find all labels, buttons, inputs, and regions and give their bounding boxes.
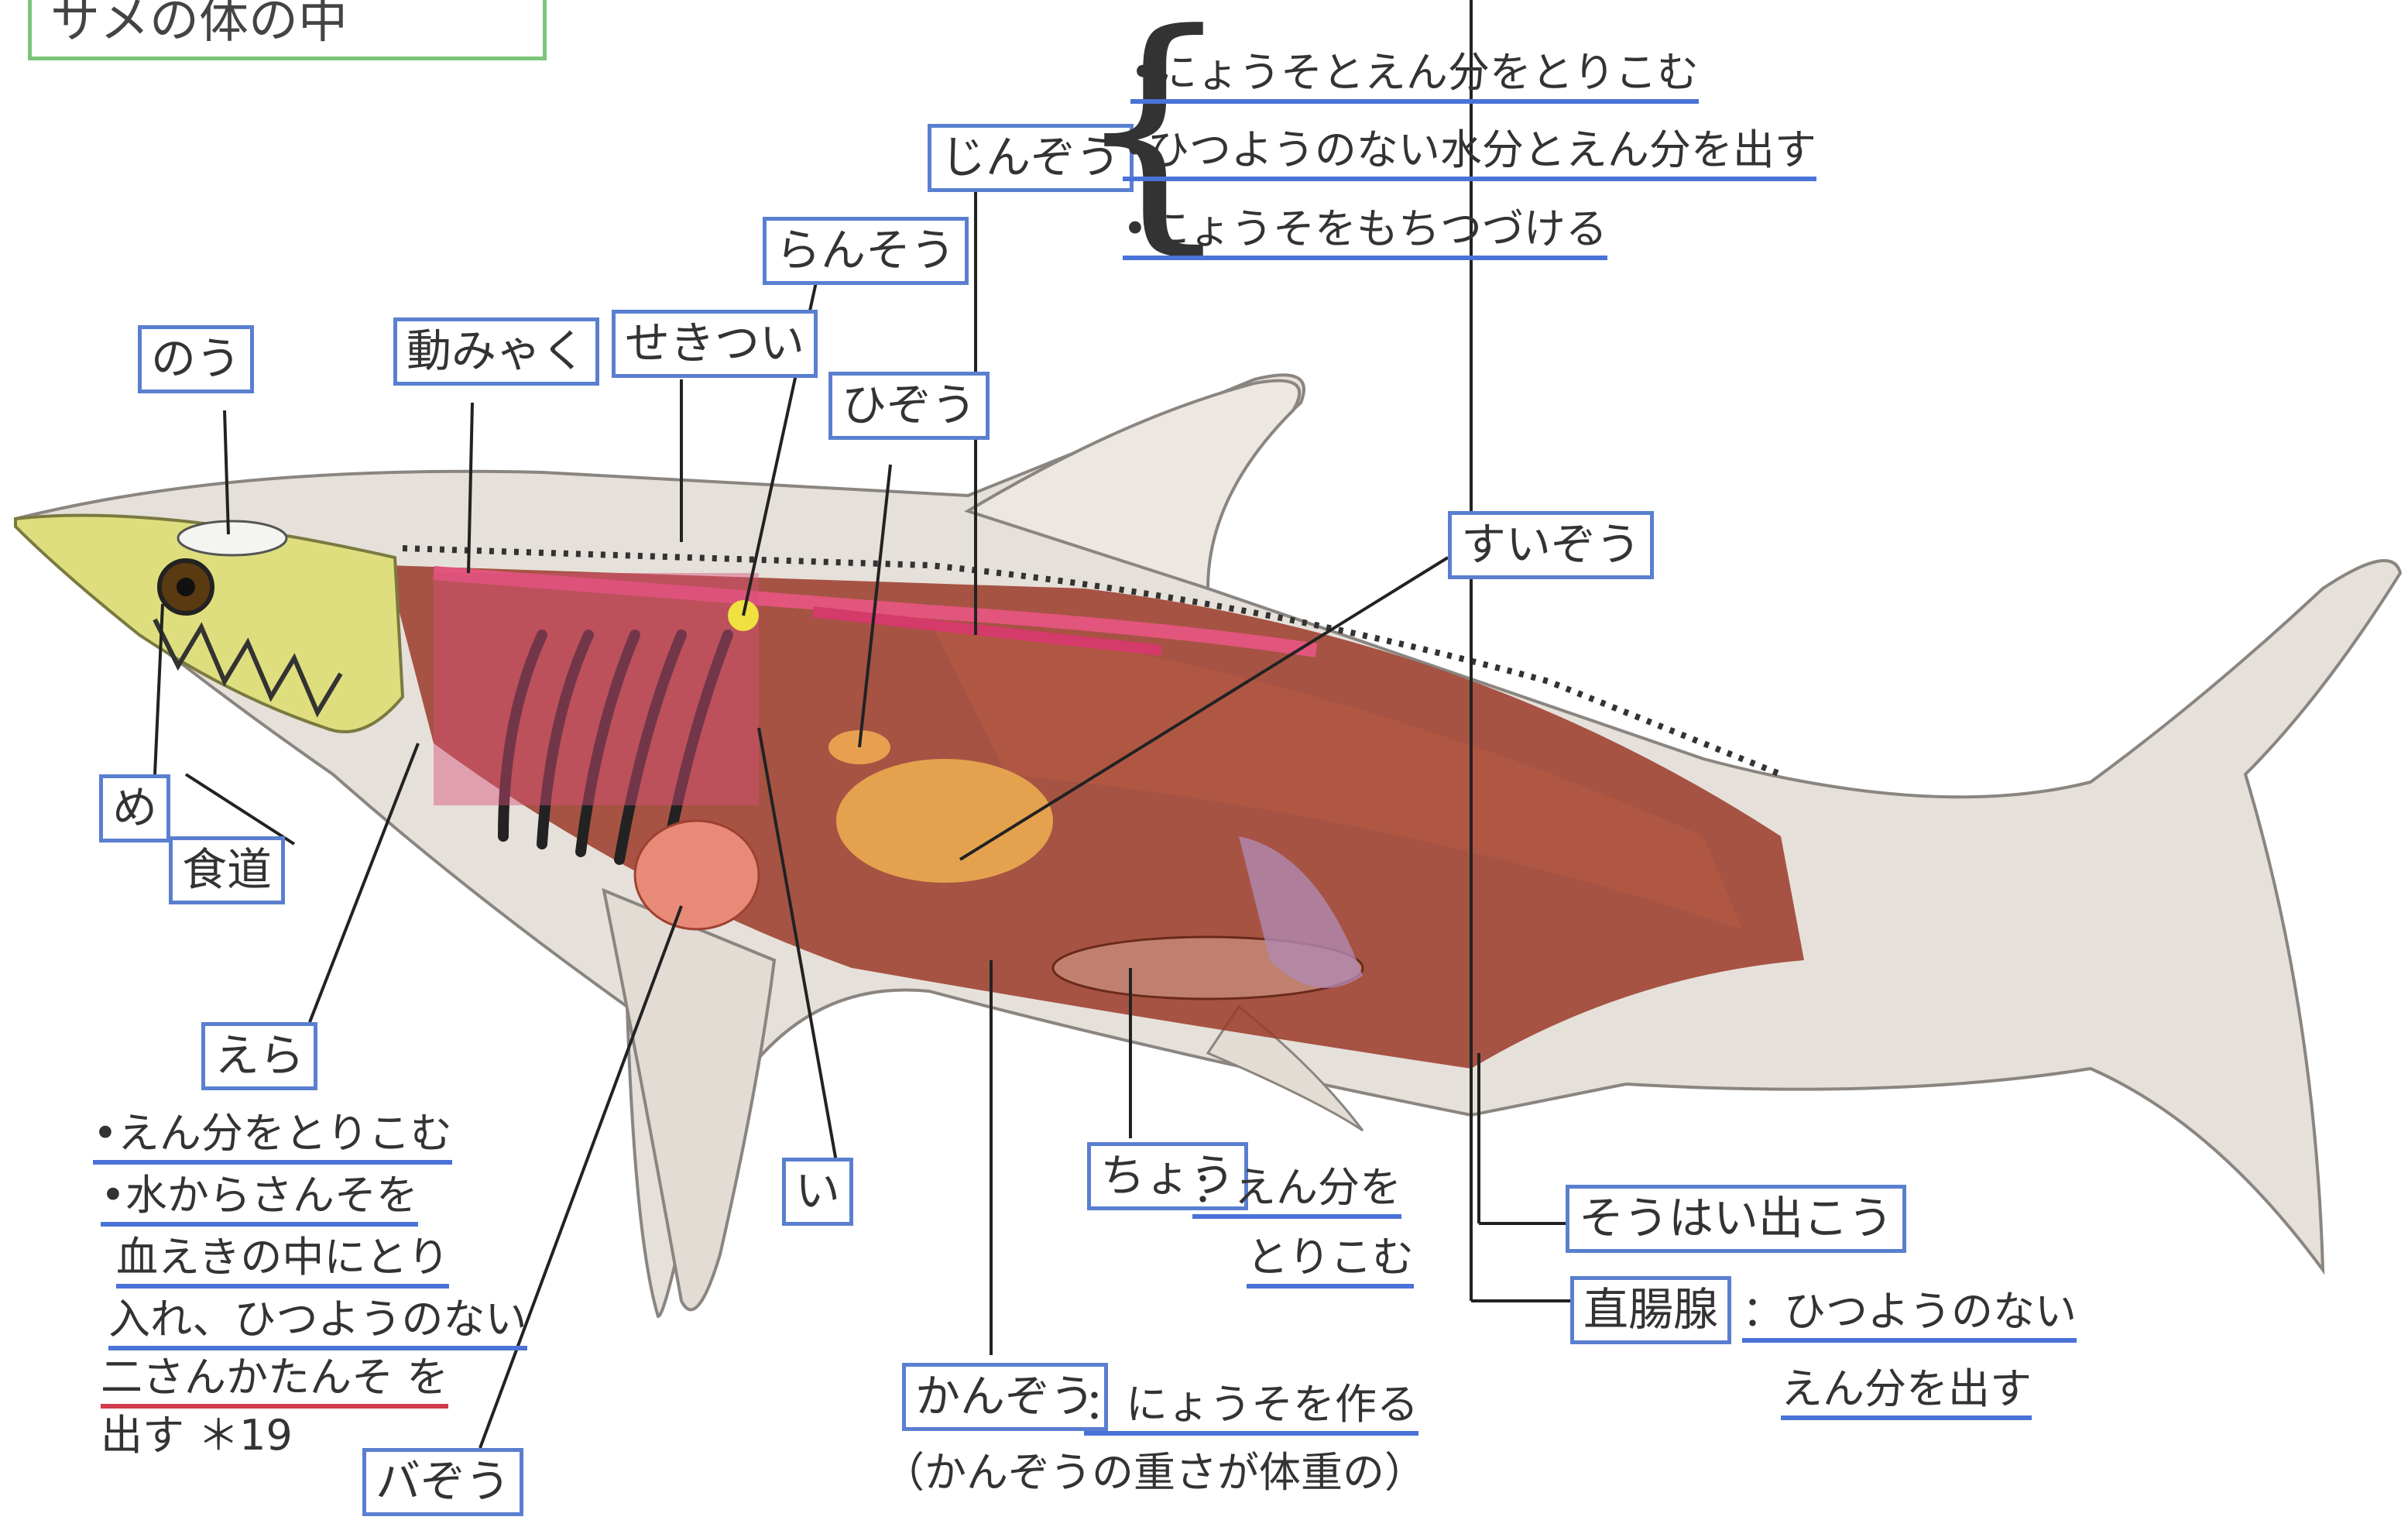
label-brain: のう (138, 325, 254, 393)
label-stomach-text: い (795, 1165, 840, 1217)
label-cloaca: そうはい出こう (1566, 1185, 1906, 1253)
label-rectal-gland: 直腸腺 (1570, 1276, 1731, 1344)
rectal-gland-note-1: ：ひつようのない (1742, 1285, 2077, 1343)
kidney-note-3: •にょうそをもちつづける (1123, 203, 1607, 260)
label-spleen-bottom: バぞう (362, 1448, 523, 1516)
label-spleen-text: ひぞう (842, 379, 976, 431)
label-eye-text: め (112, 781, 157, 834)
kidney-note-2: •ひつようのない水分とえん分を出す (1123, 124, 1816, 181)
label-ovary-text: らんそう (776, 224, 955, 276)
intestine-note-1: ：えん分を (1192, 1162, 1401, 1219)
label-ovary: らんそう (763, 217, 969, 285)
label-artery: 動みゃく (393, 317, 599, 386)
label-esophagus-text: 食道 (182, 843, 272, 896)
gill-note-1: •えん分をとりこむ (93, 1107, 452, 1165)
pectoral-fin (604, 890, 774, 1309)
label-eye: め (99, 774, 170, 842)
label-liver: かんぞう (902, 1363, 1108, 1431)
label-pancreas-text: すいぞう (1461, 518, 1641, 571)
label-cloaca-text: そうはい出こう (1579, 1192, 1893, 1244)
label-spleen: ひぞう (828, 372, 990, 440)
label-stomach: い (782, 1158, 853, 1226)
brain (178, 521, 286, 555)
label-rectal-gland-text: 直腸腺 (1583, 1283, 1718, 1336)
label-spine-text: せきつい (625, 317, 804, 369)
intestine-note-2: とりこむ (1247, 1231, 1414, 1289)
label-spine: せきつい (612, 310, 818, 378)
gill-note-4: 入れ、ひつようのない (108, 1293, 527, 1350)
stomach (635, 821, 759, 929)
liver-note-1: ：にょうそを作る (1084, 1378, 1418, 1436)
gill-note-2: •水からさんそを (101, 1169, 418, 1227)
label-gills: えら (201, 1022, 317, 1090)
gill-note-5: 二さんかたんそ を (101, 1351, 448, 1409)
rectal-gland-note-2: えん分を出す (1781, 1363, 2032, 1420)
label-esophagus: 食道 (169, 836, 285, 904)
label-brain-text: のう (151, 332, 241, 385)
label-spleen-bottom-text: バぞう (376, 1455, 510, 1508)
gill-pink (434, 573, 759, 805)
label-artery-text: 動みゃく (406, 324, 586, 377)
liver-note-2: （かんぞうの重さが体重の） (883, 1446, 1426, 1499)
label-liver-text: かんぞう (915, 1370, 1095, 1422)
gill-note-6: 出す ＊19 (101, 1409, 293, 1462)
gill-note-3: 血えきの中にとり (116, 1231, 449, 1289)
label-pancreas: すいぞう (1448, 511, 1654, 579)
kidney-note-1: •にょうそとえん分をとりこむ (1130, 46, 1699, 104)
label-gills-text: えら (214, 1029, 304, 1082)
